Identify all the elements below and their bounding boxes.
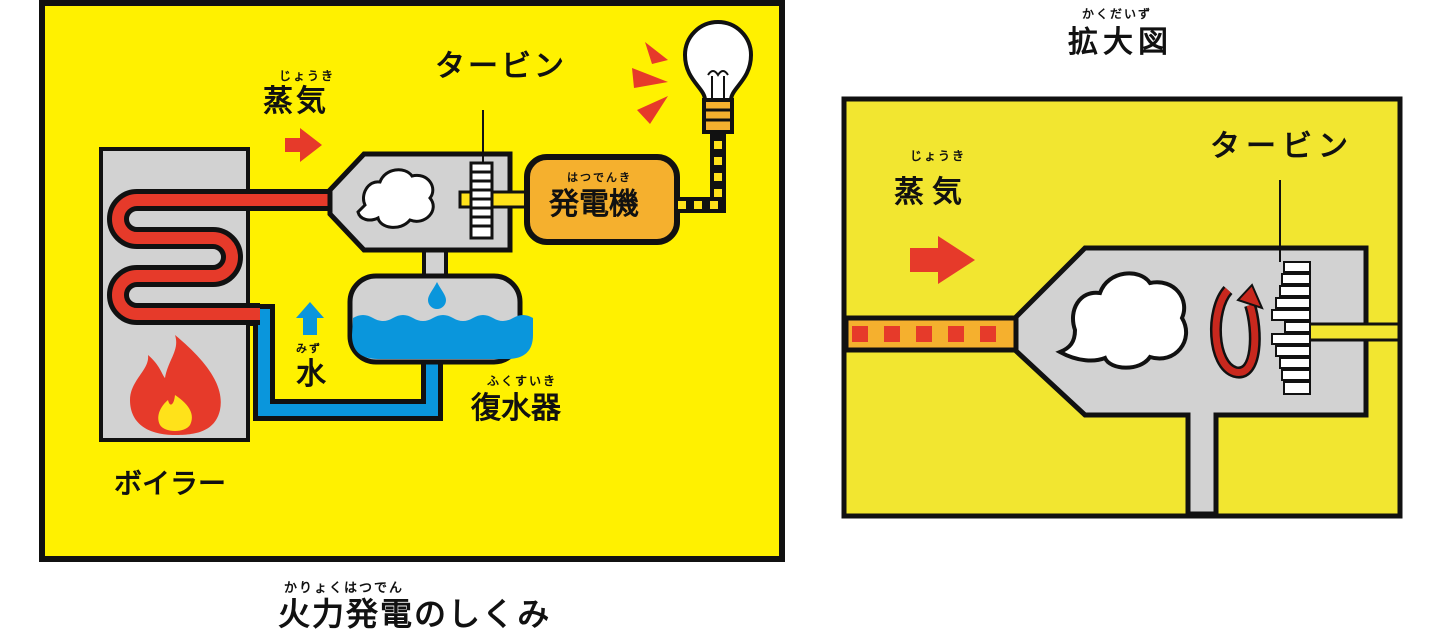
steam-label: 蒸気 [263, 87, 329, 117]
page-title: 火力発電のしくみ [278, 598, 551, 630]
boiler-label: ボイラー [114, 470, 226, 498]
condenser [350, 276, 533, 362]
zoom-steam-label: 蒸気 [894, 178, 970, 208]
turbine-blades [471, 163, 492, 238]
condenser-label: 復水器 [471, 394, 561, 424]
title-ruby: かりょくはつでん [284, 582, 404, 595]
zoom-title: 拡大図 [1068, 28, 1173, 58]
generator-label: 発電機 [549, 190, 639, 220]
water-ruby: みず [296, 343, 322, 354]
steam-ruby: じょうき [279, 70, 335, 82]
zoom-steam-ruby: じょうき [910, 150, 966, 162]
turbine-label: タービン [435, 52, 567, 82]
water-label: 水 [296, 360, 329, 390]
zoom-turbine-label: タービン [1210, 132, 1354, 162]
generator-ruby: はつでんき [567, 172, 632, 183]
zoom-title-ruby: かくだいず [1082, 8, 1152, 20]
condenser-ruby: ふくすいき [487, 375, 557, 387]
